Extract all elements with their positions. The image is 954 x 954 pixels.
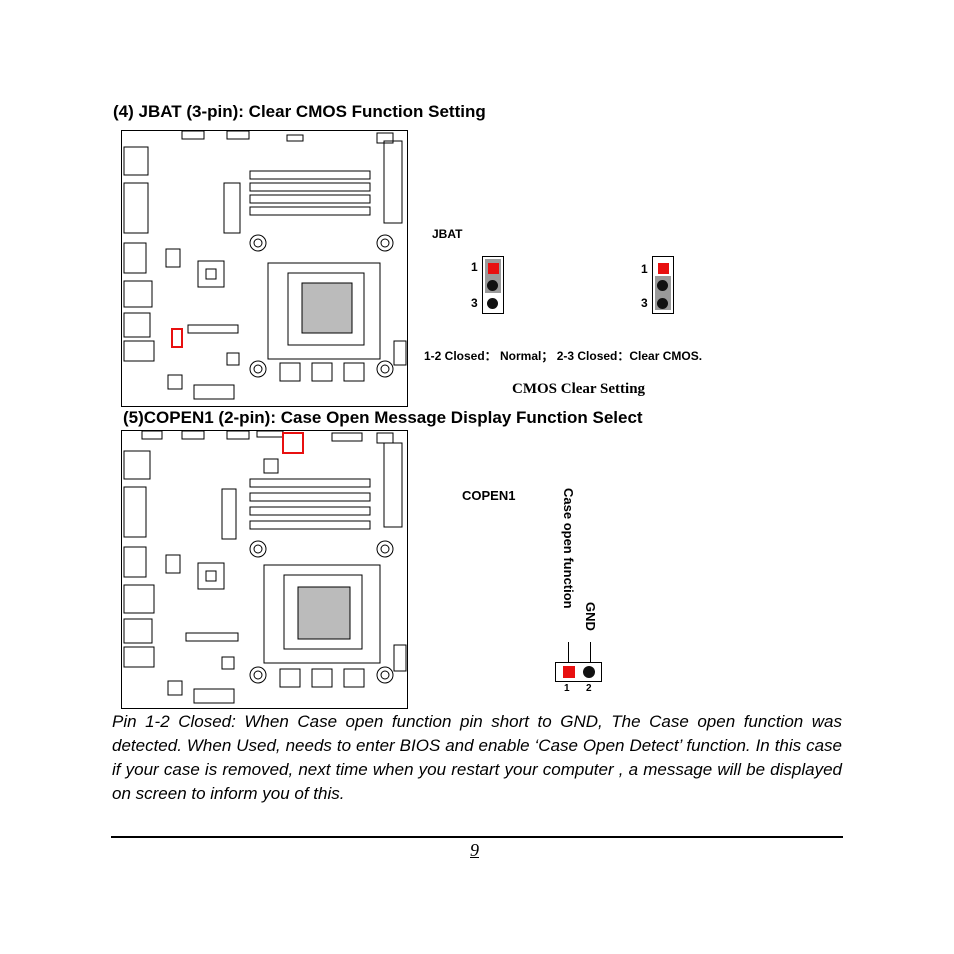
section4-title: (4) JBAT (3-pin): Clear CMOS Function Se… <box>113 102 486 121</box>
case-open-function-label: Case open function <box>561 488 576 609</box>
copen1-label: COPEN1 <box>462 488 516 503</box>
motherboard-outline-1 <box>123 131 407 400</box>
pin1-square <box>563 666 575 678</box>
pin2-leader-line <box>590 642 591 662</box>
footer-rule <box>111 836 843 838</box>
motherboard-diagram-jbat <box>121 130 408 407</box>
pin1-square <box>488 263 499 274</box>
pin2 <box>657 280 668 291</box>
jbat-pin1-label-b: 1 <box>641 262 648 276</box>
copen1-pin2-number: 2 <box>586 683 592 694</box>
copen1-description: Pin 1-2 Closed: When Case open function … <box>112 712 842 803</box>
copen1-jumper <box>555 662 602 682</box>
jbat-pin3-label-b: 3 <box>641 296 648 310</box>
motherboard-outline-2 <box>123 431 407 704</box>
pin2 <box>583 666 595 678</box>
gnd-label: GND <box>583 602 598 631</box>
jbat-caption: 1-2 Closed： Normal； 2-3 Closed：Clear CMO… <box>424 349 703 363</box>
motherboard-diagram-copen <box>121 430 408 709</box>
page-number: 9 <box>470 840 479 860</box>
section5-title: (5)COPEN1 (2-pin): Case Open Message Dis… <box>123 408 643 427</box>
jbat-label: JBAT <box>432 227 463 241</box>
jbat-jumper-clear <box>652 256 674 314</box>
jbat-jumper-normal <box>482 256 504 314</box>
jbat-pin1-label-a: 1 <box>471 260 478 274</box>
pin2 <box>487 280 498 291</box>
pin3 <box>657 298 668 309</box>
jbat-pin3-label-a: 3 <box>471 296 478 310</box>
pin1-square <box>658 263 669 274</box>
pin3 <box>487 298 498 309</box>
copen1-pin1-number: 1 <box>564 683 570 694</box>
pin1-leader-line <box>568 642 569 662</box>
figure-title-cmos: CMOS Clear Setting <box>512 381 646 397</box>
